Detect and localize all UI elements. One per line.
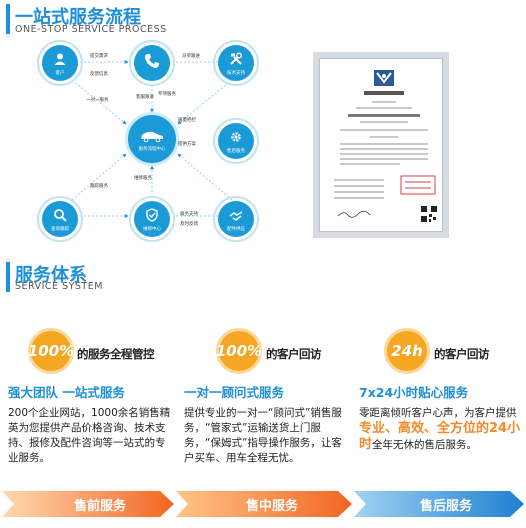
node-ring	[213, 40, 259, 86]
certificate-line	[340, 158, 428, 160]
card-body-text: 零距离倾听客户心声，为客户提供	[359, 407, 517, 419]
badge-100-percent: 100%	[28, 328, 74, 374]
card-title: 7x24小时贴心服务	[359, 385, 469, 400]
badge-100-percent: 100%	[216, 328, 262, 374]
system-title: 服务体系	[15, 265, 87, 286]
node-repair-label: 维修中心	[143, 226, 161, 232]
edge-label: 一对一服务	[86, 98, 109, 103]
edge-label: 客服跟进	[136, 95, 154, 100]
edge-label: 反馈信息	[90, 72, 108, 77]
certificate-line	[372, 101, 396, 103]
edge-label: 维修服务	[134, 176, 152, 181]
car-icon	[139, 127, 165, 146]
edge-label: 及时反馈	[180, 222, 198, 227]
node-repair[interactable]: 维修中心	[134, 201, 170, 237]
badge-caption: 的客户回访	[434, 347, 490, 361]
node-ring	[37, 196, 83, 242]
node-parts[interactable]: 配件供应	[218, 201, 254, 237]
certificate-line	[340, 148, 428, 150]
node-ring	[213, 196, 259, 242]
card-body: 200个企业网站，1000余名销售精英为您提供产品价格咨询、技术支持、报修及配件…	[8, 407, 171, 464]
card-body-highlight: 专业、高效、全方位的	[359, 421, 490, 436]
badge-24h: 24h	[384, 328, 430, 374]
edge-label: 派单跟进	[182, 54, 200, 59]
card-title: 强大团队 一站式服务	[8, 385, 125, 400]
card-title: 一对一顾问式服务	[184, 385, 285, 400]
node-search[interactable]: 查询跟踪	[42, 201, 78, 237]
edge-label: 提交需求	[90, 54, 108, 59]
process-title: 一站式服务流程	[15, 7, 141, 28]
certificate-line	[340, 129, 428, 131]
badge-caption: 的客户回访	[266, 347, 322, 361]
node-tech-label: 技术支持	[227, 70, 245, 76]
node-tech[interactable]: 技术支持	[218, 45, 254, 81]
badge-caption: 的服务全程管控	[77, 347, 155, 361]
node-parts-label: 配件供应	[227, 226, 245, 232]
node-search-label: 查询跟踪	[51, 226, 69, 232]
section-accent-bar	[6, 4, 10, 34]
certificate-line	[340, 163, 400, 165]
certificate-line	[334, 191, 384, 193]
node-ring	[213, 118, 259, 164]
insale-button[interactable]: 售中服务	[245, 498, 298, 514]
service-certificate	[313, 52, 449, 238]
certificate-line	[360, 121, 408, 123]
search-icon	[53, 207, 67, 226]
certificate-line	[348, 114, 420, 117]
node-center-label: 服务流程中心	[138, 146, 166, 152]
certificate-line	[356, 107, 412, 109]
node-customer[interactable]: 客户	[42, 45, 78, 81]
shield-icon	[145, 207, 159, 226]
certificate-seal	[400, 175, 436, 195]
edge-label: 跟踪服务	[90, 184, 108, 189]
certificate-line	[334, 179, 384, 181]
user-icon	[53, 51, 67, 70]
edge-label: 服务支持	[180, 212, 198, 217]
edge-label: 专项服务	[158, 92, 176, 97]
certificate-qr-code	[420, 205, 438, 223]
certificate-line	[370, 136, 398, 138]
node-customer-label: 客户	[55, 70, 65, 76]
node-service-label: 售后服务	[227, 148, 245, 154]
node-ring	[129, 196, 175, 242]
section-accent-bar	[6, 262, 10, 292]
certificate-line	[340, 143, 428, 145]
certificate-signature	[337, 210, 371, 218]
gear-icon	[229, 129, 243, 148]
stage-arrows	[2, 491, 524, 517]
node-ring	[37, 40, 83, 86]
aftersale-button[interactable]: 售后服务	[419, 498, 472, 514]
node-phone[interactable]	[134, 45, 170, 81]
node-center[interactable]: 服务流程中心	[125, 112, 179, 166]
handshake-icon	[229, 207, 243, 226]
node-ring	[129, 40, 175, 86]
card-body-highlight: 24小时	[359, 421, 521, 452]
card-body-text: 全年无休的售后服务。	[372, 439, 478, 451]
process-subtitle: ONE-STOP SERVICE PROCESS	[15, 24, 167, 35]
certificate-logo	[374, 70, 394, 86]
flow-connectors	[71, 60, 233, 218]
tools-icon	[229, 51, 243, 70]
edge-label: 质量把控	[178, 118, 196, 123]
card-body: 提供专业的一对一“顾问式”销售服务，“管家式”运输送货上门服务，“保姆式”指导操…	[184, 407, 342, 464]
edge-label: 提供方案	[178, 142, 196, 147]
card-body: 零距离倾听客户心声，为客户提供专业、高效、全方位的24小时全年无休的售后服务。	[359, 406, 521, 453]
phone-icon	[144, 53, 160, 73]
certificate-line	[340, 153, 428, 155]
certificate-line	[334, 197, 384, 199]
certificate-line	[334, 185, 384, 187]
certificate-heading	[364, 91, 404, 95]
presale-button[interactable]: 售前服务	[73, 498, 126, 514]
node-service[interactable]: 售后服务	[218, 123, 254, 159]
system-subtitle: SERVICE SYSTEM	[15, 281, 103, 292]
